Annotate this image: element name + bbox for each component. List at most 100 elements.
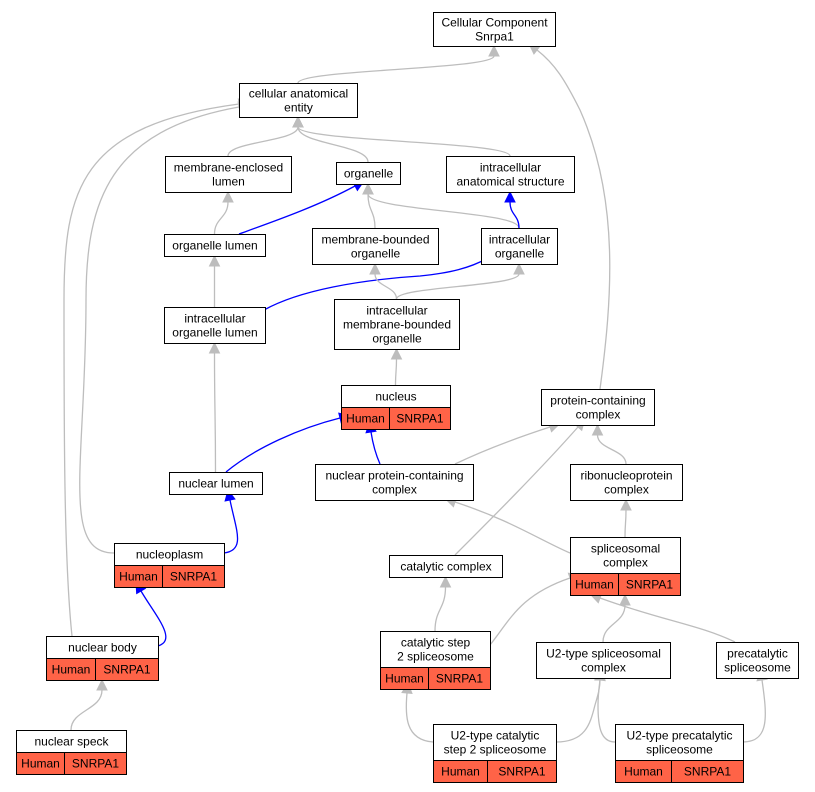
node-box — [570, 464, 683, 501]
node-label: anatomical structure — [456, 175, 564, 189]
node-label: intracellular — [184, 312, 245, 326]
gene-label: SNRPA1 — [396, 412, 443, 426]
edge-rnp-to-pcc — [591, 423, 627, 465]
node-label: 2 spliceosome — [397, 650, 474, 664]
node-label: spliceosome — [646, 743, 713, 757]
edge-org-to-cae — [292, 115, 369, 163]
node-label: complex — [576, 408, 621, 422]
edge-ol-to-mel — [213, 190, 234, 235]
node-label: ribonucleoprotein — [580, 469, 672, 483]
node-label: U2-type spliceosomal — [546, 647, 661, 661]
gene-cell — [95, 658, 159, 681]
edge-arrowhead — [208, 341, 221, 354]
node-label: U2-type precatalytic — [626, 729, 732, 743]
edge-u2cat-to-cs2 — [401, 681, 434, 743]
node-label: U2-type catalytic — [451, 729, 540, 743]
node-label: Cellular Component — [441, 16, 548, 30]
node-box — [312, 228, 439, 265]
node-label: protein-containing — [550, 394, 645, 408]
species-label: Human — [52, 663, 91, 677]
node-label: membrane-bounded — [343, 318, 451, 332]
edge-nucleus-to-imbo — [390, 347, 403, 386]
node-label: nuclear body — [68, 641, 137, 655]
node-label: entity — [284, 101, 313, 115]
node-box — [570, 537, 681, 574]
node-label: intracellular — [489, 233, 550, 247]
node-box — [239, 83, 358, 118]
edge-arrowhead — [369, 262, 381, 275]
gene-label: SNRPA1 — [72, 757, 119, 771]
node-ol[interactable]: organelle lumen — [164, 234, 266, 257]
gene-label: SNRPA1 — [436, 672, 483, 686]
node-label: Snrpa1 — [475, 30, 514, 44]
edge-catc-to-pcc — [454, 418, 586, 556]
node-catc[interactable]: catalytic complex — [389, 555, 503, 578]
edge-iol-to-ol — [208, 254, 221, 308]
node-box — [716, 642, 799, 679]
edge-u2-to-spliceo — [602, 593, 631, 643]
edge-precat-to-spliceo — [589, 592, 736, 643]
edge-spliceo-to-npcc — [444, 496, 571, 554]
edge-arrowhead — [292, 115, 304, 128]
node-label: membrane-bounded — [321, 233, 429, 247]
edge-arrowhead — [620, 498, 632, 511]
node-label: complex — [604, 483, 649, 497]
edge-nlumen-to-iol — [208, 341, 221, 473]
edge-spliceo-to-rnp — [620, 498, 632, 538]
gene-label: SNRPA1 — [498, 765, 545, 779]
species-label: Human — [346, 412, 385, 426]
gene-label: SNRPA1 — [103, 663, 150, 677]
node-label: catalytic complex — [400, 560, 491, 574]
node-label: lumen — [212, 175, 245, 189]
edge-arrowhead — [222, 190, 234, 203]
node-org[interactable]: organelle — [336, 162, 401, 185]
edge-mel-to-cae — [227, 115, 304, 157]
node-label: organelle — [351, 247, 401, 261]
node-box — [336, 162, 401, 185]
node-box — [169, 472, 263, 495]
edge-cae-to-cc — [297, 44, 500, 84]
node-box — [164, 234, 266, 257]
node-label: organelle lumen — [172, 326, 257, 340]
edge-imbo-to-io — [395, 262, 525, 300]
gene-cell — [618, 573, 681, 596]
gene-cell — [389, 407, 451, 430]
node-box — [433, 12, 556, 47]
edge-arrowhead — [390, 347, 403, 360]
node-label: nucleoplasm — [136, 548, 203, 562]
gene-cell — [162, 565, 225, 588]
node-label: nuclear speck — [34, 735, 109, 749]
species-label: Human — [119, 570, 158, 584]
species-label: Human — [21, 757, 60, 771]
edge-arrowhead — [619, 593, 631, 606]
species-label: Human — [385, 672, 424, 686]
edge-arrowhead — [362, 182, 374, 195]
edge-cs2-to-catc — [434, 575, 452, 632]
node-label: complex — [372, 483, 417, 497]
node-label: organelle lumen — [172, 239, 257, 253]
species-label: Human — [575, 578, 614, 592]
node-nlumen[interactable]: nuclear lumen — [169, 472, 263, 495]
